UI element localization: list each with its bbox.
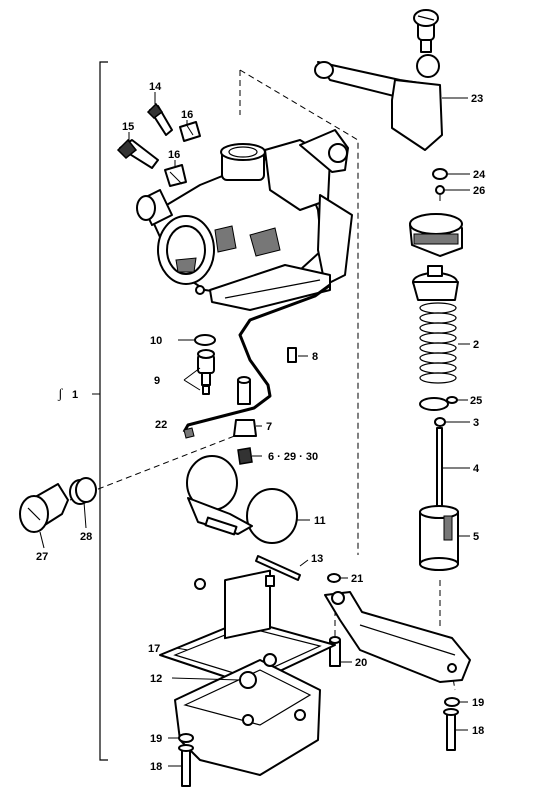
gasket-17 <box>159 569 336 686</box>
callout-20: 20 <box>355 657 367 669</box>
callout-14: 14 <box>149 81 162 93</box>
callout-21: 21 <box>351 573 363 585</box>
callout-1: 1 <box>72 389 78 401</box>
callout-11: 11 <box>314 515 326 527</box>
callout-18-right: 18 <box>472 725 484 737</box>
callout-3: 3 <box>473 417 479 429</box>
callout-19-right: 19 <box>472 697 484 709</box>
callout-16-lower: 16 <box>168 149 180 161</box>
screws-and-springs <box>116 92 201 187</box>
callout-27: 27 <box>36 551 48 563</box>
callout-22: 22 <box>155 419 167 431</box>
callout-9: 9 <box>154 375 160 387</box>
callout-8: 8 <box>312 351 318 363</box>
float-11 <box>186 455 310 544</box>
callout-6-29-30: 6 · 29 · 30 <box>268 451 318 463</box>
pin-13 <box>255 555 309 581</box>
callout-16-upper: 16 <box>181 109 193 121</box>
callout-5: 5 <box>473 531 479 543</box>
callout-10: 10 <box>150 335 162 347</box>
callout-12: 12 <box>150 673 162 685</box>
parts-18-19-right <box>443 697 468 751</box>
callout-18-left: 18 <box>150 761 162 773</box>
parts-27-28 <box>19 477 97 549</box>
carburetor-body <box>136 129 353 311</box>
callout-7: 7 <box>266 421 272 433</box>
assembly-mark: ʃ <box>57 387 63 402</box>
callout-labels: 2 3 4 5 6 · 29 · 30 7 8 9 10 11 12 13 14… <box>36 81 486 773</box>
float-bowl-12 <box>171 653 321 776</box>
assembly-bracket: ʃ 1 <box>57 61 108 761</box>
parts-18-19-left <box>168 733 194 787</box>
spring-2 <box>419 302 457 384</box>
parts-20-21 <box>327 573 352 667</box>
slide-assembly <box>409 213 470 571</box>
callout-26: 26 <box>473 185 485 197</box>
rod-22 <box>182 283 331 439</box>
callout-13: 13 <box>311 553 323 565</box>
lever-plate <box>324 591 471 683</box>
callout-19-left: 19 <box>150 733 162 745</box>
callout-15: 15 <box>122 121 134 133</box>
parts-24-26 <box>432 168 470 195</box>
callout-25: 25 <box>470 395 482 407</box>
throttle-lever-23 <box>314 9 468 151</box>
callout-2: 2 <box>473 339 479 351</box>
jets-and-screws <box>178 334 308 465</box>
callout-23: 23 <box>471 93 483 105</box>
callout-4: 4 <box>473 463 480 475</box>
callout-17: 17 <box>148 643 160 655</box>
callout-24: 24 <box>473 169 486 181</box>
callout-28: 28 <box>80 531 92 543</box>
